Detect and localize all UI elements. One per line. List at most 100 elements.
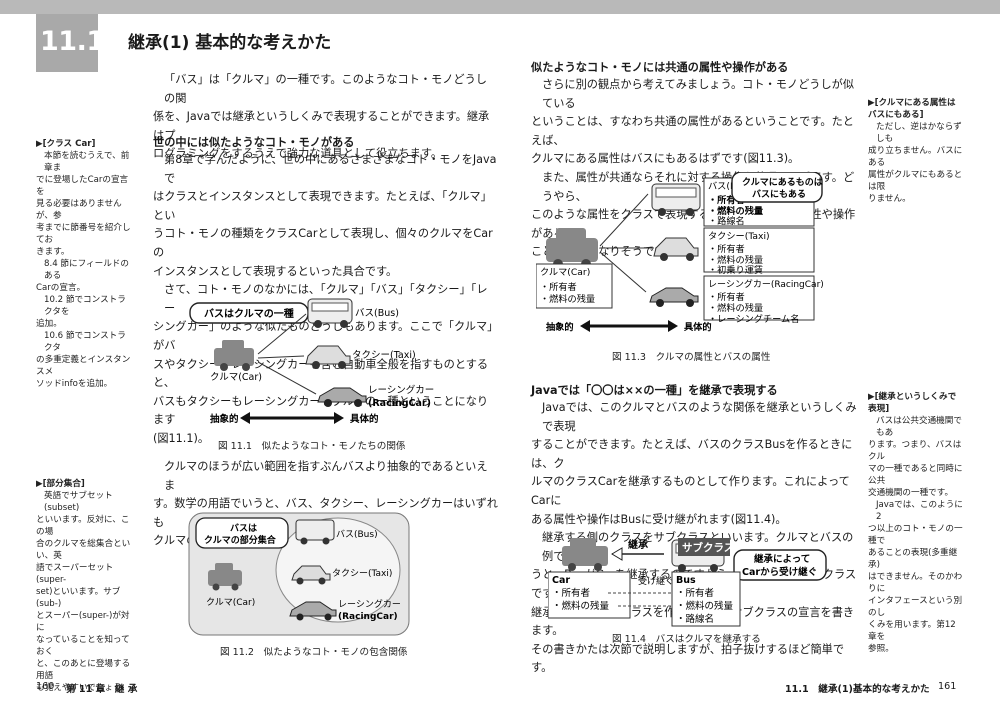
car-item: ・所有者 — [540, 281, 577, 293]
figure-11-2-caption: 図 11.2 似たようなコト・モノの包含関係 — [220, 647, 408, 658]
car-item: ・所有者 — [552, 587, 590, 599]
side-line: 英語でサブセット(subset) — [44, 491, 113, 513]
text-line: 「バス」は「クルマ」の一種です。このようなコト・モノどうしの関 — [164, 73, 487, 105]
side-line: ソッドinfoを追加。 — [36, 379, 113, 389]
relation-line — [257, 313, 307, 355]
side-line: とスーパー(super-)が対に — [36, 611, 130, 633]
taxi-class-title: タクシー(Taxi) — [708, 231, 770, 242]
car-label: クルマ(Car) — [210, 372, 262, 383]
side-line: あることの表現(多重継承) — [868, 548, 958, 570]
side-line: はできません。そのかわりに — [868, 572, 963, 594]
callout-text: バスはクルマの一種 — [204, 307, 294, 320]
side-line: Javaでは、このように2 — [876, 500, 963, 522]
top-bar — [0, 0, 1000, 14]
taxi-icon — [291, 565, 331, 585]
text-line: クルマにある属性はバスにもあるはずです(図11.3)。 — [531, 152, 800, 166]
racing-car-icon — [649, 287, 699, 307]
racing-label-2: (RacingCar) — [338, 612, 398, 622]
callout-text-1: クルマにあるものは — [742, 177, 823, 188]
side-line: 考までに節番号を紹介してお — [36, 223, 131, 245]
right-side-note-1: ▶[クルマにある属性はバスにもある] ただし、逆はかならずしも 成り立ちません。… — [868, 97, 964, 205]
side-line: インタフェースという別のし — [868, 596, 963, 618]
car-class-title: クルマ(Car) — [540, 267, 590, 278]
arrowhead-left — [240, 412, 250, 424]
text-line: Javaでは、このクルマとバスのような関係を継承というしくみで表現 — [542, 401, 857, 433]
callout-text-1: 継承によって — [754, 553, 810, 565]
figure-11-1: バスはクルマの一種 バス(Bus) タクシー(Taxi) レーシングカー (Ra… — [189, 298, 434, 425]
subset-ellipse — [275, 517, 401, 623]
relation-line — [257, 355, 305, 359]
callout-bubble — [731, 172, 823, 203]
section-number-box — [36, 14, 98, 72]
side-line: バスは公共交通機関でもあ — [876, 416, 962, 438]
left-side-note-1: ▶[クラス Car] 本節を読むうえで、前章ま でに登場したCarの宣言を 見る… — [36, 138, 132, 390]
side-note-title: ▶[継承というしくみで表現] — [868, 392, 957, 414]
inherit-label: 継承 — [628, 538, 648, 551]
racing-car-icon — [289, 601, 337, 621]
bus-class-box — [671, 571, 741, 627]
text-line: (図11.1)。 — [153, 431, 210, 445]
taxi-icon — [653, 237, 699, 261]
racing-class-box — [703, 275, 815, 321]
taxi-label: タクシー(Taxi) — [352, 350, 416, 361]
bus-label: バス(Bus) — [336, 529, 378, 540]
callout-text-2: クルマの部分集合 — [204, 534, 277, 546]
arrowhead-right — [668, 320, 678, 332]
right-running-footer: 11.1 継承(1)基本的な考えかた — [785, 684, 930, 695]
figure-11-4: 継承 サブクラス 継承によって Carから受け継ぐ Car ・所有者 ・燃料の残… — [548, 538, 827, 627]
car-icon — [562, 538, 608, 571]
car-icon — [546, 228, 598, 269]
left-running-footer: 第 11 章 継 承 — [66, 684, 138, 695]
racing-label-1: レーシングカー — [368, 384, 434, 396]
bus-item: ・路線名 — [676, 613, 714, 625]
left-side-note-2: ▶[部分集合] 英語でサブセット(subset) といいます。反対に、この場 合… — [36, 478, 132, 694]
side-line: 10.6 節でコンストラクタ — [44, 331, 126, 353]
car-item: ・燃料の残量 — [552, 600, 610, 612]
side-line: くみを用います。第12章を — [868, 620, 956, 642]
side-line: 本節を読むうえで、前章ま — [44, 151, 130, 173]
taxi-icon — [305, 345, 351, 369]
text-line: することができます。たとえば、バスのクラスBusを作るときには、ク — [531, 438, 853, 470]
car-class-box — [536, 263, 613, 309]
left-intro: 「バス」は「クルマ」の一種です。このようなコト・モノどうしの関 係を、Javaで… — [153, 71, 493, 164]
car-item: ・燃料の残量 — [540, 293, 595, 305]
text-line: ログラミングをするうえで強力な道具として役立ちます。 — [153, 147, 443, 161]
side-line: でに登場したCarの宣言を — [36, 175, 129, 197]
figure-11-4-caption: 図 11.4 バスはクルマを継承する — [612, 634, 761, 645]
side-line: 8.4 節にフィールドのある — [44, 259, 129, 281]
side-line: ただし、逆はかならずしも — [876, 122, 962, 144]
subclass-label: サブクラス — [682, 541, 734, 554]
side-line: 参照。 — [868, 644, 894, 654]
figure-11-3: クルマ(Car) ・所有者 ・燃料の残量 バス(Bus) ・所有者 ・燃料の残量… — [536, 172, 824, 333]
side-line: 見る必要はありませんが、参 — [36, 199, 122, 221]
text-line: その書きかたは次節で説明しますが、拍子抜けするほど簡単です。 — [531, 642, 845, 675]
side-line: マの一種であると同時に公共 — [868, 464, 963, 486]
racing-car-icon — [317, 387, 367, 407]
abstract-label: 抽象的 — [546, 321, 574, 333]
side-line: きます。 — [36, 247, 70, 257]
taxi-item: ・燃料の残量 — [708, 254, 763, 266]
side-note-title: ▶[部分集合] — [36, 479, 85, 489]
right-heading-2: Javaでは「〇〇は××の一種」を継承で表現する — [531, 384, 778, 397]
inherits-label: 受け継ぐ — [638, 575, 674, 587]
bus-item: ・燃料の残量 — [708, 205, 763, 217]
text-line: インスタンスとして表現するといった具合です。 — [153, 264, 398, 278]
text-line: さらに別の観点から考えてみましょう。コト・モノどうしが似ている — [542, 78, 855, 110]
car-label: クルマ(Car) — [206, 597, 255, 608]
bus-item: ・燃料の残量 — [676, 600, 734, 612]
car-icon — [214, 340, 254, 371]
bus-class-title: Bus — [676, 575, 696, 586]
bus-item: ・所有者 — [676, 587, 714, 599]
text-line: す。数学の用語でいうと、バス、タクシー、レーシングカーはいずれも — [153, 497, 498, 529]
figure-11-1-caption: 図 11.1 似たようなコト・モノたちの関係 — [218, 441, 406, 452]
text-line: ある属性や操作はBusに受け継がれます(図11.4)。 — [531, 512, 787, 526]
side-line: つ以上のコト・モノの一種で — [868, 524, 963, 546]
side-line: 合のクルマを総集合といい、英 — [36, 539, 131, 561]
bus-icon — [651, 183, 701, 216]
side-line: の多重定義とインスタンスメ — [36, 355, 131, 377]
text-line: 係を、Javaでは継承というしくみで表現することができます。継承はプ — [153, 110, 490, 142]
left-heading-1: 世の中には似たようなコト・モノがある — [153, 136, 355, 149]
bus-class-title: バス(Bus) — [708, 181, 750, 192]
arrowhead-left — [580, 320, 590, 332]
bus-icon — [295, 519, 335, 545]
